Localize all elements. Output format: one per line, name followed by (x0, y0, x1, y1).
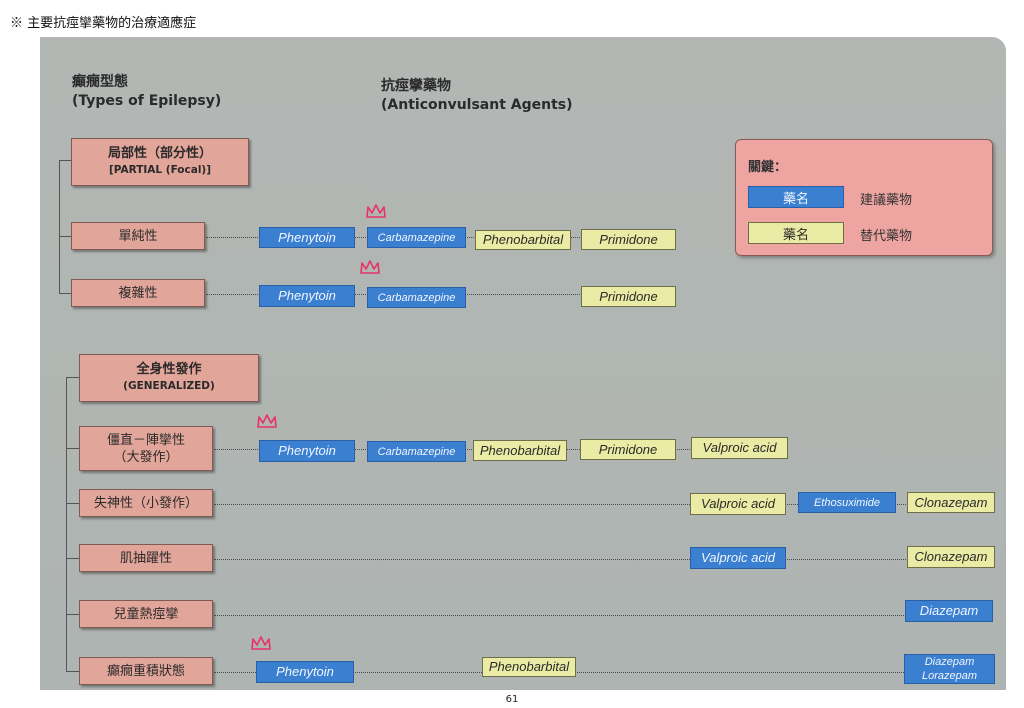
febrile-branch (66, 614, 79, 615)
drug-absence-ethosuximide: Ethosuximide (798, 492, 896, 513)
group-partial-zh: 局部性（部分性） (107, 146, 212, 161)
drug-complex-phenytoin: Phenytoin (259, 285, 355, 307)
page-number: 61 (505, 694, 519, 705)
drug-tonic-clonic-carbamazepine: Carbamazepine (367, 441, 466, 462)
header-types-zh: 癲癇型態 (72, 74, 128, 90)
header-agents-en: (Anticonvulsant Agents) (381, 97, 573, 113)
legend-recommended-swatch: 藥名 (748, 186, 844, 208)
drug-simple-phenytoin: Phenytoin (259, 227, 355, 248)
row-connector-myoclonic (214, 559, 994, 560)
epilepsy-drug-chart: 癲癇型態 (Types of Epilepsy) 抗痙攣藥物 (Anticonv… (40, 37, 1006, 690)
complex-branch (59, 293, 71, 294)
header-types: 癲癇型態 (Types of Epilepsy) (72, 73, 221, 111)
absence-branch (66, 503, 79, 504)
tonic-clonic-branch (66, 448, 79, 449)
drug-tonic-clonic-primidone: Primidone (580, 439, 676, 460)
crown-mark-icon (251, 636, 271, 650)
drug-myoclonic-valproic-acid: Valproic acid (690, 547, 786, 569)
row-label-simple: 單純性 (71, 222, 205, 250)
drug-febrile-diazepam: Diazepam (905, 600, 993, 622)
drug-complex-primidone: Primidone (581, 286, 676, 307)
row-label-myoclonic: 肌抽躍性 (79, 544, 213, 572)
row-label-tonic-clonic: 僵直－陣攣性 （大發作） (79, 426, 213, 471)
row-label-tonic-clonic-line2: （大發作） (113, 449, 179, 465)
drug-status-diazepam-lorazepam: Diazepam Lorazepam (904, 654, 995, 684)
group-generalized-en: (GENERALIZED) (123, 380, 215, 392)
drug-simple-phenobarbital: Phenobarbital (475, 230, 571, 250)
legend-alternative-swatch: 藥名 (748, 222, 844, 244)
crown-mark-icon (366, 204, 386, 218)
header-agents: 抗痙攣藥物 (Anticonvulsant Agents) (381, 77, 573, 115)
page-title: ※ 主要抗痙攣藥物的治療適應症 (10, 16, 197, 31)
status-branch (66, 671, 79, 672)
header-types-en: (Types of Epilepsy) (72, 93, 222, 109)
group-partial-en: [PARTIAL (Focal)] (108, 164, 212, 176)
generalized-branch (66, 377, 79, 378)
drug-absence-valproic-acid: Valproic acid (690, 493, 786, 515)
drug-tonic-clonic-valproic-acid: Valproic acid (691, 437, 788, 459)
legend-recommended-desc: 建議藥物 (860, 193, 913, 208)
header-agents-zh: 抗痙攣藥物 (381, 78, 451, 94)
drug-myoclonic-clonazepam: Clonazepam (907, 546, 995, 568)
simple-branch (59, 236, 71, 237)
drug-tonic-clonic-phenobarbital: Phenobarbital (473, 440, 567, 461)
row-label-status: 癲癇重積狀態 (79, 657, 213, 685)
drug-status-phenytoin: Phenytoin (256, 661, 354, 683)
legend: 關鍵： 藥名 建議藥物 藥名 替代藥物 (735, 139, 993, 256)
row-label-complex-text: 複雜性 (118, 285, 158, 301)
row-label-febrile: 兒童熱痙攣 (79, 600, 213, 628)
drug-complex-carbamazepine: Carbamazepine (367, 287, 466, 308)
crown-mark-icon (360, 260, 380, 274)
generalized-tree-line (66, 377, 67, 671)
row-label-absence-text: 失神性（小發作） (93, 495, 198, 511)
partial-branch (59, 160, 71, 161)
drug-status-diazepam: Diazepam (924, 656, 975, 668)
drug-simple-carbamazepine: Carbamazepine (367, 227, 466, 248)
row-connector-febrile (214, 615, 904, 616)
legend-alternative-desc: 替代藥物 (860, 229, 913, 244)
row-label-febrile-text: 兒童熱痙攣 (113, 606, 179, 622)
row-label-simple-text: 單純性 (118, 228, 158, 244)
group-partial: 局部性（部分性） [PARTIAL (Focal)] (71, 138, 249, 186)
legend-title: 關鍵： (748, 160, 788, 175)
row-label-absence: 失神性（小發作） (79, 489, 213, 517)
drug-status-phenobarbital: Phenobarbital (482, 657, 576, 677)
partial-tree-line (59, 160, 60, 293)
row-label-status-text: 癲癇重積狀態 (106, 663, 185, 679)
row-label-myoclonic-text: 肌抽躍性 (119, 550, 172, 566)
myoclonic-branch (66, 558, 79, 559)
row-label-complex: 複雜性 (71, 279, 205, 307)
drug-absence-clonazepam: Clonazepam (907, 492, 995, 513)
row-label-tonic-clonic-line1: 僵直－陣攣性 (106, 432, 185, 448)
drug-simple-primidone: Primidone (581, 229, 676, 250)
drug-status-lorazepam: Lorazepam (921, 670, 978, 682)
drug-tonic-clonic-phenytoin: Phenytoin (259, 440, 355, 462)
group-generalized: 全身性發作 (GENERALIZED) (79, 354, 259, 402)
crown-mark-icon (257, 414, 277, 428)
group-generalized-zh: 全身性發作 (136, 362, 202, 377)
row-connector-absence (214, 504, 994, 505)
